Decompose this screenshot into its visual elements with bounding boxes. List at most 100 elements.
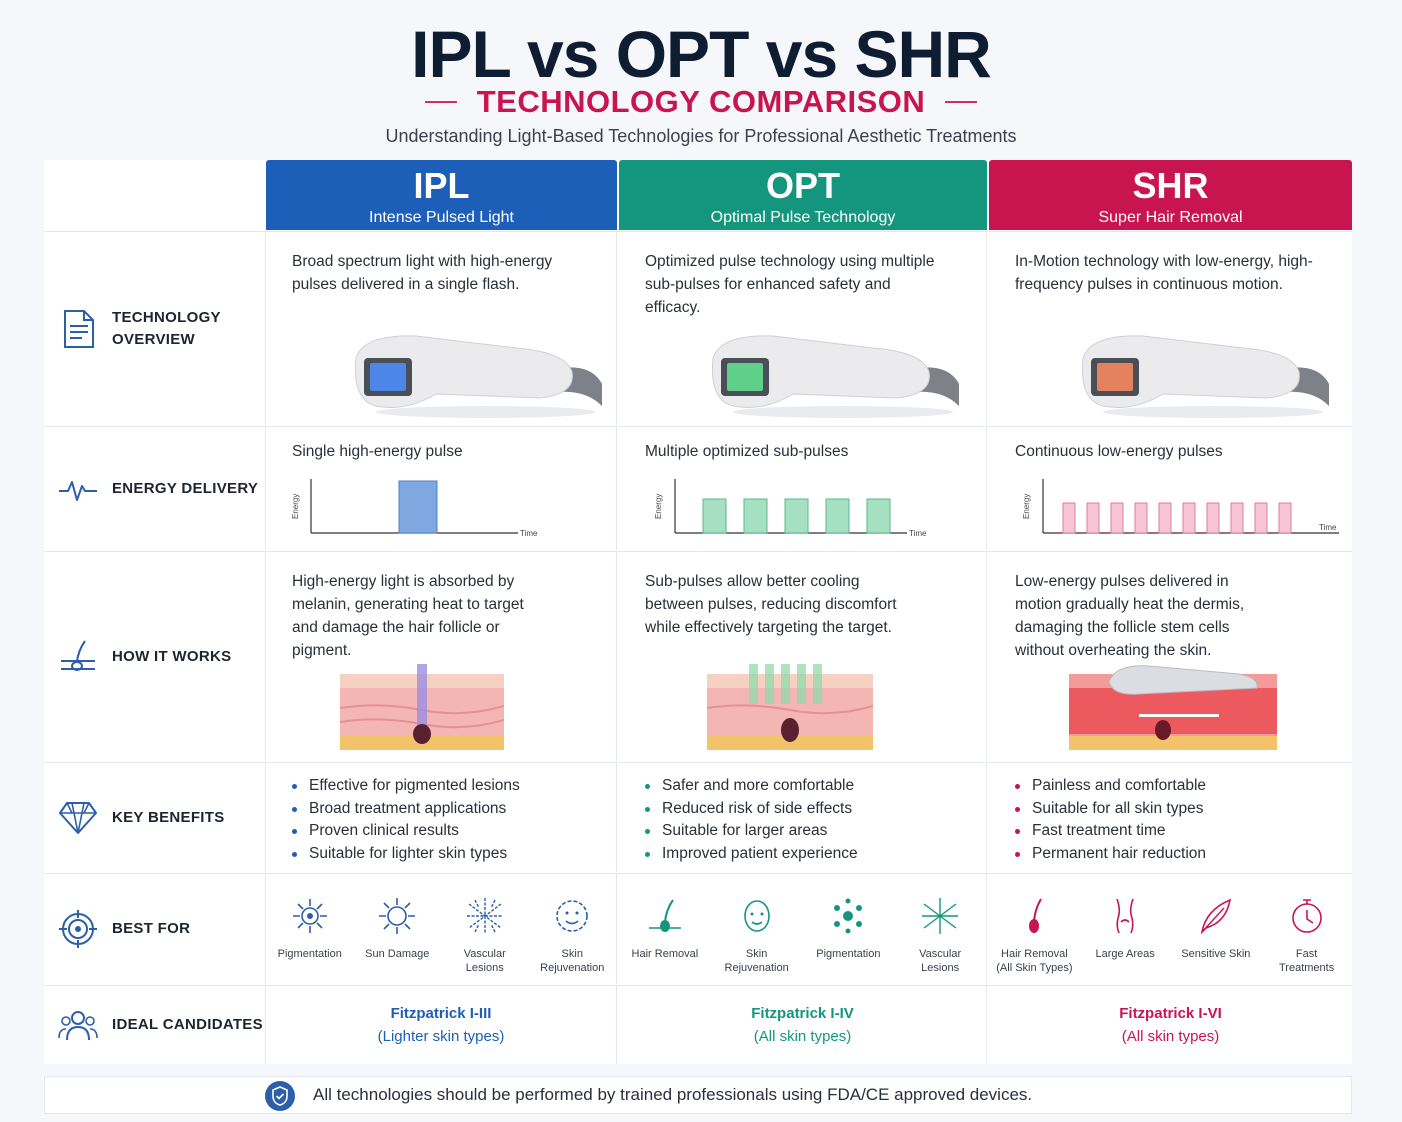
bestfor-item: Hair Removal(All Skin Types) <box>992 896 1076 975</box>
how-text: Low-energy pulses delivered in motion gr… <box>1015 573 1245 659</box>
vessel-icon <box>466 898 503 934</box>
shr-energy-graph: Energy Time <box>1022 479 1339 534</box>
list-item: Fast treatment time <box>1015 820 1206 843</box>
how-text: High-energy light is absorbed by melanin… <box>292 573 524 659</box>
bestfor-item: Sun Damage <box>355 896 439 975</box>
ideal-text: Fitzpatrick I-III (Lighter skin types) <box>266 1002 616 1048</box>
fitzpatrick-range: Fitzpatrick I-III <box>390 1005 492 1022</box>
benefits-list: Effective for pigmented lesions Broad tr… <box>292 775 520 865</box>
vessel-icon <box>922 898 959 934</box>
column-abbr: OPT <box>765 165 840 206</box>
list-item: Painless and comfortable <box>1015 775 1206 798</box>
row-key-benefits: KEY BENEFITS Effective for pigmented les… <box>44 762 1352 872</box>
row-how-it-works: HOW IT WORKS High-energy light is absorb… <box>44 551 1352 761</box>
opt-energy-graph: Energy Time <box>654 479 927 538</box>
tagline: Understanding Light-Based Technologies f… <box>385 126 1017 146</box>
energy-cell-ipl: Single high-energy pulse Energy Time <box>266 427 617 550</box>
hair-follicle-icon <box>58 637 98 677</box>
bestfor-cell-shr: Hair Removal(All Skin Types) Large Areas… <box>989 874 1352 984</box>
column-full-name: Intense Pulsed Light <box>369 209 514 226</box>
row-label-text: KEY BENEFITS <box>112 808 225 826</box>
bestfor-item: Pigmentation <box>806 896 890 975</box>
row-label: BEST FOR <box>44 874 266 984</box>
ideal-cell-ipl: Fitzpatrick I-III (Lighter skin types) <box>266 986 617 1064</box>
face-sparkle-icon <box>556 900 589 932</box>
skin-type-note: (Lighter skin types) <box>377 1028 505 1045</box>
list-item: Suitable for larger areas <box>645 820 858 843</box>
ideal-text: Fitzpatrick I-IV (All skin types) <box>619 1002 986 1048</box>
list-item: Improved patient experience <box>645 843 858 866</box>
energy-cell-shr: Continuous low-energy pulses Energy Time <box>989 427 1352 550</box>
bestfor-item: Hair Removal <box>623 896 707 975</box>
cells-icon <box>834 898 863 934</box>
row-label-text: IDEAL CANDIDATES <box>112 1016 263 1033</box>
shr-handpiece-image <box>1081 335 1329 418</box>
list-item: Broad treatment applications <box>292 798 520 821</box>
skin-type-note: (All skin types) <box>753 1028 852 1045</box>
shield-icon <box>265 1081 295 1111</box>
shr-skin-diagram <box>1069 665 1277 750</box>
subtitle-rule-right <box>945 101 978 103</box>
overview-text: In-Motion technology with low-energy, hi… <box>1015 253 1313 293</box>
ideal-cell-shr: Fitzpatrick I-VI (All skin types) <box>989 986 1352 1064</box>
ideal-text: Fitzpatrick I-VI (All skin types) <box>989 1002 1352 1048</box>
axis-x-label: Time <box>1319 523 1337 532</box>
bestfor-item: Large Areas <box>1083 896 1167 975</box>
energy-cell-opt: Multiple optimized sub-pulses Energy Tim… <box>619 427 987 550</box>
subtitle: TECHNOLOGY COMPARISON <box>476 84 926 119</box>
fitzpatrick-range: Fitzpatrick I-VI <box>1119 1005 1222 1022</box>
column-abbr: IPL <box>413 165 470 206</box>
diamond-icon <box>58 798 98 838</box>
benefits-list: Painless and comfortable Suitable for al… <box>1015 775 1206 865</box>
opt-handpiece-image <box>711 335 959 418</box>
ideal-cell-opt: Fitzpatrick I-IV (All skin types) <box>619 986 987 1064</box>
body-icon <box>1116 898 1134 934</box>
overview-text: Broad spectrum light with high-energy pu… <box>292 253 553 293</box>
opt-skin-diagram <box>707 664 873 750</box>
list-item: Reduced risk of side effects <box>645 798 858 821</box>
list-item: Permanent hair reduction <box>1015 843 1206 866</box>
axis-x-label: Time <box>520 529 538 538</box>
list-item: Suitable for all skin types <box>1015 798 1206 821</box>
column-full-name: Optimal Pulse Technology <box>710 209 896 226</box>
ipl-skin-diagram <box>340 664 504 750</box>
ipl-energy-graph: Energy Time <box>291 479 538 538</box>
sun-spot-icon <box>292 899 327 933</box>
stopwatch-icon <box>1291 899 1322 933</box>
document-icon <box>58 309 98 349</box>
benefits-cell-ipl: Effective for pigmented lesions Broad tr… <box>266 763 617 872</box>
row-ideal-candidates: IDEAL CANDIDATES Fitzpatrick I-III (Ligh… <box>44 985 1352 1064</box>
list-item: Suitable for lighter skin types <box>292 843 520 866</box>
list-item: Safer and more comfortable <box>645 775 858 798</box>
row-label: KEY BENEFITS <box>44 763 266 872</box>
face-icon <box>743 900 770 932</box>
benefits-list: Safer and more comfortable Reduced risk … <box>645 775 858 865</box>
sun-icon <box>379 898 416 934</box>
benefits-cell-shr: Painless and comfortable Suitable for al… <box>989 763 1352 872</box>
column-header-shr: SHR Super Hair Removal <box>989 160 1352 230</box>
hair-icon <box>1029 898 1043 933</box>
feather-icon <box>1200 898 1231 935</box>
column-abbr: SHR <box>1132 165 1209 206</box>
row-label-text: HOW IT WORKS <box>112 647 232 665</box>
bestfor-item: Sensitive Skin <box>1174 896 1258 975</box>
axis-y-label: Energy <box>291 494 300 519</box>
list-item: Effective for pigmented lesions <box>292 775 520 798</box>
target-icon <box>58 909 98 949</box>
footer-note: All technologies should be performed by … <box>44 1076 1352 1114</box>
overview-cell-ipl: Broad spectrum light with high-energy pu… <box>266 232 617 425</box>
how-text: Sub-pulses allow better cooling between … <box>645 573 897 636</box>
hair-icon <box>648 899 681 932</box>
energy-text: Continuous low-energy pulses <box>1015 443 1223 460</box>
ipl-handpiece-image <box>354 335 602 418</box>
bestfor-icons: Hair Removal(All Skin Types) Large Areas… <box>989 896 1352 975</box>
